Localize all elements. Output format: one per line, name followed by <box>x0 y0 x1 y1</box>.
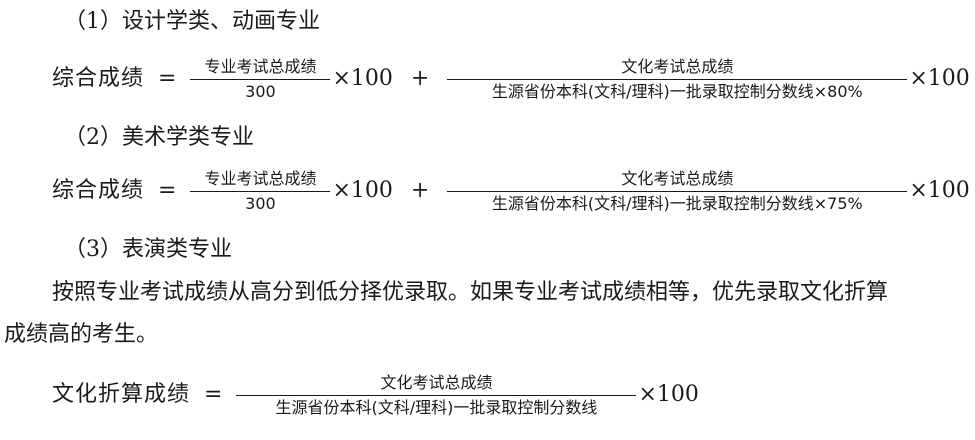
equals-sign: = <box>158 178 177 203</box>
fraction-professional-score: 专业考试总成绩 300 <box>190 56 331 102</box>
fraction-denominator: 生源省份本科(文科/理科)一批录取控制分数线×80% <box>447 79 908 102</box>
multiplier: ×100 <box>332 178 393 203</box>
equals-sign: = <box>158 66 177 91</box>
multiplier: ×100 <box>332 66 393 91</box>
section-3-paragraph-line-1: 按照专业考试成绩从高分到低分择优录取。如果专业考试成绩相等，优先录取文化折算 <box>52 280 889 305</box>
fraction-numerator: 文化考试总成绩 <box>621 169 734 188</box>
fraction-denominator: 300 <box>190 79 331 102</box>
fraction-culture-score: 文化考试总成绩 生源省份本科(文科/理科)一批录取控制分数线×80% <box>447 56 908 102</box>
plus-sign: + <box>410 66 430 91</box>
formula-lhs: 文化折算成绩 <box>52 382 191 407</box>
formula-lhs: 综合成绩 <box>52 66 145 91</box>
fraction-numerator: 文化考试总成绩 <box>380 373 493 392</box>
section-3-heading: （3）表演类专业 <box>64 237 232 262</box>
fraction-denominator: 生源省份本科(文科/理科)一批录取控制分数线×75% <box>447 191 908 214</box>
fraction-culture-conversion: 文化考试总成绩 生源省份本科(文科/理科)一批录取控制分数线 <box>236 372 637 418</box>
fraction-denominator: 300 <box>190 191 331 214</box>
fraction-numerator: 专业考试总成绩 <box>204 57 317 76</box>
equals-sign: = <box>204 382 223 407</box>
section-2-heading: （2）美术学类专业 <box>64 125 254 150</box>
section-1-formula: 综合成绩 = 专业考试总成绩 300 ×100 + 文化考试总成绩 生源省份本科… <box>52 56 970 102</box>
fraction-culture-score: 文化考试总成绩 生源省份本科(文科/理科)一批录取控制分数线×75% <box>447 168 908 214</box>
fraction-professional-score: 专业考试总成绩 300 <box>190 168 331 214</box>
multiplier: ×100 <box>909 178 970 203</box>
section-1-heading: （1）设计学类、动画专业 <box>64 9 320 34</box>
fraction-denominator: 生源省份本科(文科/理科)一批录取控制分数线 <box>236 395 637 418</box>
multiplier: ×100 <box>909 66 970 91</box>
plus-sign: + <box>410 178 430 203</box>
formula-lhs: 综合成绩 <box>52 178 145 203</box>
section-2-formula: 综合成绩 = 专业考试总成绩 300 ×100 + 文化考试总成绩 生源省份本科… <box>52 168 970 214</box>
multiplier: ×100 <box>638 382 699 407</box>
section-3-formula: 文化折算成绩 = 文化考试总成绩 生源省份本科(文科/理科)一批录取控制分数线 … <box>52 372 699 418</box>
fraction-numerator: 文化考试总成绩 <box>621 57 734 76</box>
section-3-paragraph-line-2: 成绩高的考生。 <box>4 322 159 347</box>
fraction-numerator: 专业考试总成绩 <box>204 169 317 188</box>
